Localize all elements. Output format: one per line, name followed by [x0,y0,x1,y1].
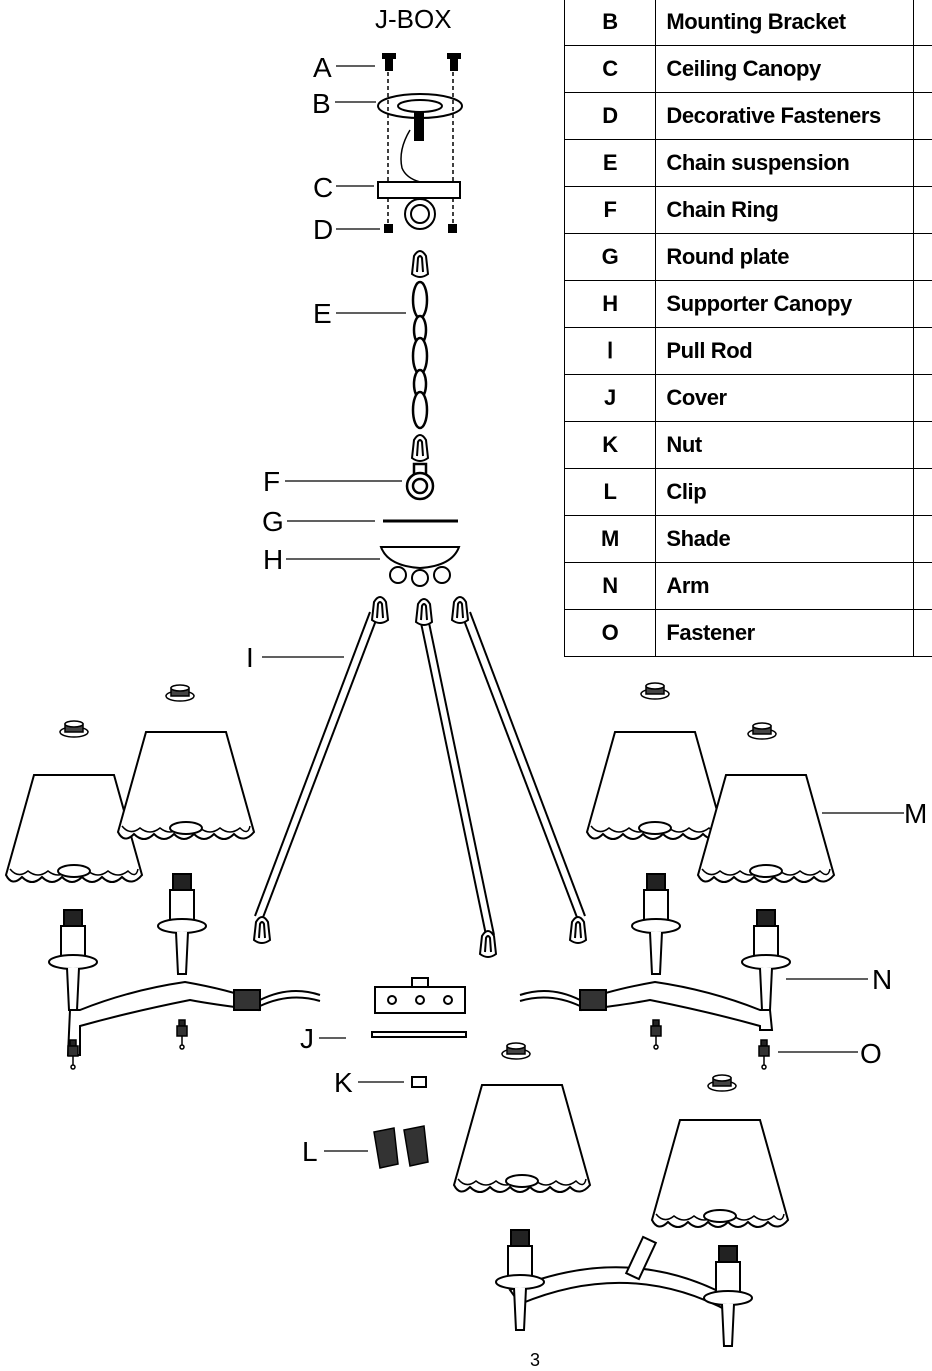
supporter-canopy [381,547,459,586]
wire-clips [374,1126,428,1168]
page-number: 3 [530,1350,540,1371]
callout-c: C [313,174,333,202]
callout-i: I [246,644,254,672]
callout-g: G [262,508,284,536]
callout-a: A [313,54,332,82]
chain-ring [407,464,433,499]
callout-b: B [312,90,331,118]
cover-plate [372,978,466,1037]
callout-j: J [300,1025,314,1053]
callout-m: M [904,800,927,828]
callout-l: L [302,1138,318,1166]
nut [412,1077,426,1087]
callout-f: F [263,468,280,496]
callout-h: H [263,546,283,574]
chain-suspension [412,251,428,461]
ceiling-canopy [378,182,460,229]
callout-e: E [313,300,332,328]
callout-k: K [334,1069,353,1097]
pull-rods [254,597,586,957]
callout-n: N [872,966,892,994]
leader-lines [262,66,904,1151]
mounting-bracket [378,94,462,140]
mounting-screws [383,54,460,70]
left-arm [49,874,320,1069]
right-arm [520,874,790,1069]
callout-d: D [313,216,333,244]
bottom-arm [496,1230,752,1346]
callout-o: O [860,1040,882,1068]
